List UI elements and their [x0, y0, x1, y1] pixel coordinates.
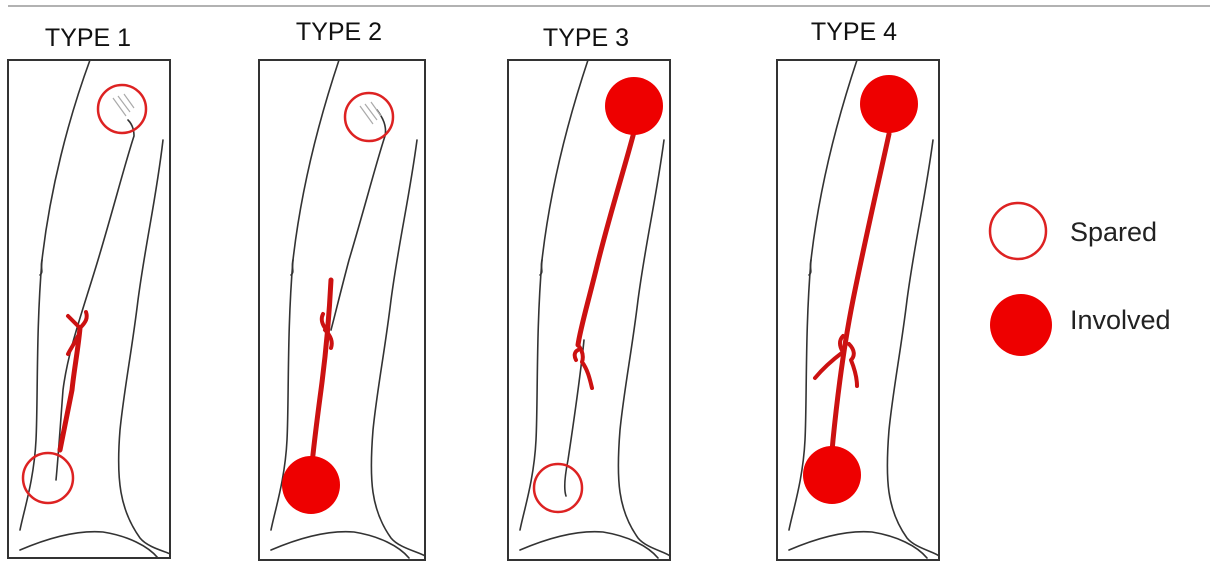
- upper-involved-marker: [860, 75, 918, 133]
- panel-title: TYPE 4: [811, 18, 897, 46]
- panel-type-4: TYPE 4: [777, 18, 939, 560]
- upper-marker: [605, 77, 663, 135]
- legend: Spared Involved: [990, 203, 1171, 356]
- legend-item-spared: Spared: [990, 203, 1157, 259]
- legend-label-involved: Involved: [1070, 305, 1171, 335]
- panel-title: TYPE 3: [543, 24, 629, 52]
- lower-marker: [803, 446, 861, 504]
- panel-title: TYPE 1: [45, 24, 131, 52]
- lower-involved-marker: [282, 456, 340, 514]
- upper-involved-marker: [605, 77, 663, 135]
- panel-frame: [508, 60, 670, 560]
- panel-frame: [8, 60, 170, 558]
- legend-label-spared: Spared: [1070, 217, 1157, 247]
- spared-legend-marker: [990, 203, 1046, 259]
- legend-item-involved: Involved: [990, 294, 1171, 356]
- panel-type-3: TYPE 3: [508, 24, 670, 560]
- panel-type-1: TYPE 1: [8, 24, 170, 558]
- involved-legend-marker: [990, 294, 1052, 356]
- panel-type-2: TYPE 2: [259, 18, 425, 560]
- lower-involved-marker: [803, 446, 861, 504]
- upper-marker: [860, 75, 918, 133]
- panel-title: TYPE 2: [296, 18, 382, 46]
- lower-marker: [282, 456, 340, 514]
